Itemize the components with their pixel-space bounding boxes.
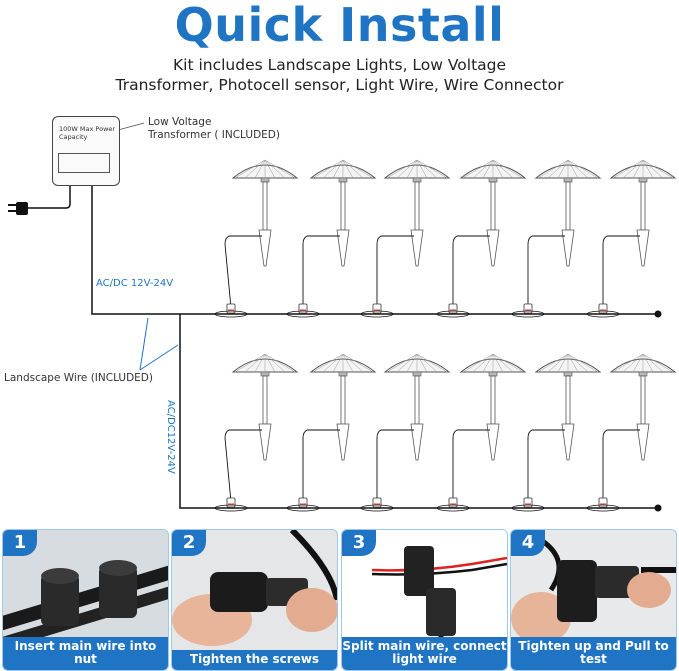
step-number: 2 bbox=[172, 530, 206, 556]
kit-description: Kit includes Landscape Lights, Low Volta… bbox=[0, 55, 679, 95]
power-plug-icon bbox=[8, 202, 28, 215]
step-panel-1: 1 Insert main wire into nut bbox=[2, 529, 169, 671]
kit-description-line-2: Transformer, Photocell sensor, Light Wir… bbox=[115, 76, 564, 94]
path-light-icon bbox=[214, 159, 299, 318]
step-number: 4 bbox=[511, 530, 545, 556]
path-light-icon bbox=[586, 353, 677, 512]
step-number: 3 bbox=[342, 530, 376, 556]
step-number: 1 bbox=[3, 530, 37, 556]
transformer-text-line-1: 100W Max Power bbox=[59, 125, 116, 133]
lamp-row-top bbox=[214, 159, 677, 318]
kit-description-line-1: Kit includes Landscape Lights, Low Volta… bbox=[172, 56, 507, 74]
path-light-icon bbox=[586, 159, 677, 318]
transformer-label: Low Voltage Transformer ( INCLUDED) bbox=[148, 116, 280, 142]
path-light-icon bbox=[436, 159, 527, 318]
voltage-label-side: AC/DC12V-24V bbox=[165, 400, 176, 474]
path-light-icon bbox=[286, 159, 377, 318]
path-light-icon bbox=[360, 353, 451, 512]
transformer-label-line-2: Transformer ( INCLUDED) bbox=[148, 129, 280, 141]
step-panel-2: 2 Tighten the screws bbox=[171, 529, 338, 671]
branch-wire bbox=[179, 314, 658, 509]
step-caption: Tighten the screws bbox=[172, 650, 337, 670]
path-light-icon bbox=[286, 353, 377, 512]
wire-end-top bbox=[654, 310, 662, 318]
landscape-wire-label: Landscape Wire (INCLUDED) bbox=[4, 372, 153, 384]
path-light-icon bbox=[214, 353, 299, 512]
path-light-icon bbox=[436, 353, 527, 512]
main-feed-wire bbox=[91, 184, 658, 315]
transformer-text-line-2: Capacity bbox=[59, 133, 88, 141]
transformer-label-line-1: Low Voltage bbox=[148, 116, 212, 128]
step-panel-4: 4 Tighten up and Pull to test bbox=[510, 529, 677, 671]
step-caption: Tighten up and Pull to test bbox=[511, 637, 676, 670]
transformer-box: 100W Max Power Capacity bbox=[52, 116, 120, 186]
voltage-label-top: AC/DC 12V-24V bbox=[96, 278, 174, 289]
power-cord bbox=[28, 184, 71, 209]
wiring-diagram bbox=[8, 122, 677, 512]
step-caption: Split main wire, connect light wire bbox=[342, 637, 507, 670]
transformer-display bbox=[58, 153, 110, 173]
lamp-row-bottom bbox=[214, 353, 677, 512]
path-light-icon bbox=[360, 159, 451, 318]
step-panel-3: 3 Split main wire, connect light wire bbox=[341, 529, 508, 671]
step-caption: Insert main wire into nut bbox=[3, 637, 168, 670]
page-title: Quick Install bbox=[174, 0, 505, 52]
path-light-icon bbox=[511, 159, 602, 318]
wire-end-bottom bbox=[654, 504, 662, 512]
transformer-capacity-text: 100W Max Power Capacity bbox=[59, 125, 115, 141]
path-light-icon bbox=[511, 353, 602, 512]
